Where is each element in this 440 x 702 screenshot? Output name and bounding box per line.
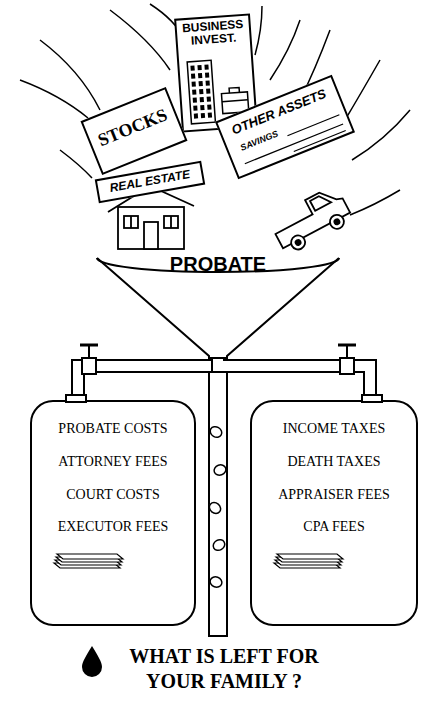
motion-lines xyxy=(20,4,410,215)
pipe-inner xyxy=(218,358,370,395)
node-label: STOCKS xyxy=(92,104,174,152)
pickup-truck xyxy=(268,184,354,256)
stocks-sign: STOCKS xyxy=(80,87,187,175)
node-sublabel: APPRAISER FEES xyxy=(256,487,412,504)
node-label: INCOME TAXES xyxy=(256,421,412,438)
node-label: PROBATE xyxy=(95,253,341,275)
tap-handle xyxy=(80,344,98,347)
pipe-connector xyxy=(218,358,370,395)
node-sublabel: DEATH TAXES xyxy=(256,454,412,471)
drain-pipe xyxy=(209,352,227,636)
tap-stem xyxy=(88,346,90,358)
pipe-outline xyxy=(78,358,218,395)
cost-container: PROBATE COSTS ATTORNEY FEES COURT COSTS EXE… xyxy=(30,395,196,627)
node-label: BUSINESS INVEST. xyxy=(177,18,249,49)
drop-icon xyxy=(82,646,102,677)
tap-handle xyxy=(338,344,356,347)
tap-body xyxy=(82,358,96,374)
probate-funnel: PROBATE xyxy=(95,236,341,358)
node-sublabel: EXECUTOR FEES xyxy=(36,519,190,536)
node-sublabel: COURT COSTS xyxy=(36,487,190,504)
node-sublabel: CPA FEES xyxy=(256,519,412,536)
pipe-outline xyxy=(218,358,370,395)
tap-body xyxy=(340,358,354,374)
tap-stem xyxy=(346,346,348,358)
diagram-title: WHAT IS LEFT FOR YOUR FAMILY ? xyxy=(104,644,344,694)
pipe-inner xyxy=(78,358,218,395)
node-label: REAL ESTATE xyxy=(101,167,200,197)
coins xyxy=(207,425,227,589)
tax-container: INCOME TAXES DEATH TAXES APPRAISER FEES CPA… xyxy=(250,395,418,627)
node-label: PROBATE COSTS xyxy=(36,421,190,438)
node-sublabel: ATTORNEY FEES xyxy=(36,454,190,471)
pipe-connector xyxy=(78,358,218,395)
